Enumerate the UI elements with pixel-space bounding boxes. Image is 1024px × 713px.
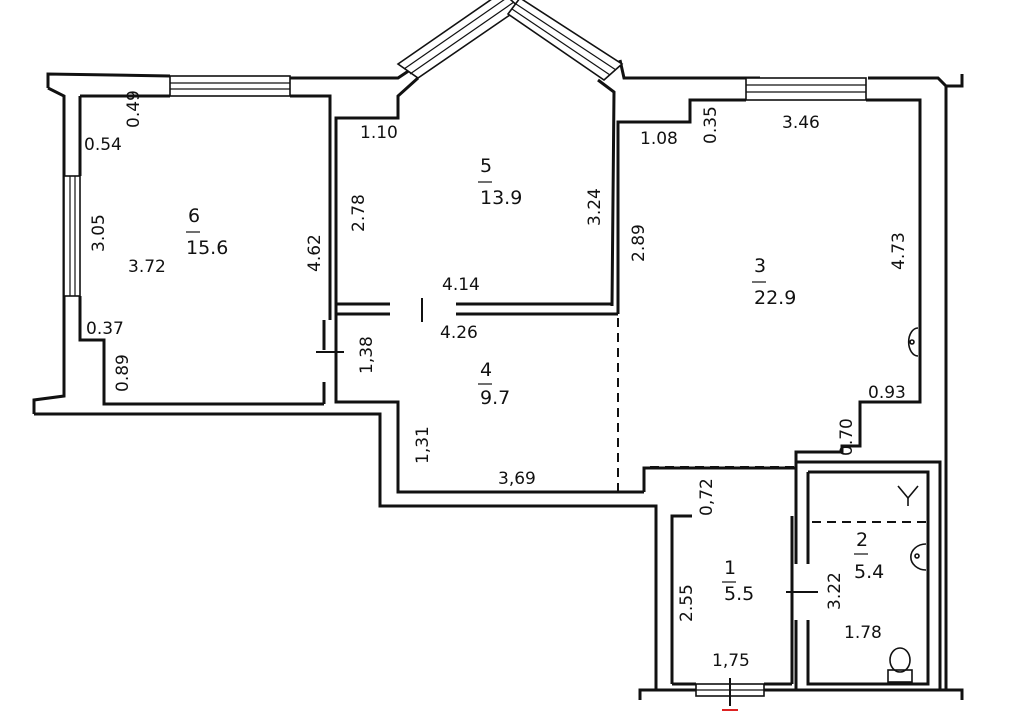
room-3-label: 3 22.9 [752, 255, 796, 309]
room-6-label: 6 15.6 [186, 205, 228, 259]
room-1-label: 1 5.5 [722, 557, 754, 605]
dashed-boundaries [617, 318, 926, 523]
room-5-number: 5 [480, 155, 492, 177]
room-1-number: 1 [724, 557, 736, 579]
window-room5-bay-right [506, 0, 624, 82]
dim-r3-bottom-small: 0.70 [837, 418, 857, 456]
dim-r2-left: 3.22 [825, 572, 845, 610]
room-6-number: 6 [188, 205, 200, 227]
dim-r4-left-lower: 1,31 [413, 426, 433, 464]
dim-r6-right: 4.62 [305, 234, 325, 272]
room-4-area: 9.7 [480, 387, 510, 409]
dim-r3-right: 4.73 [889, 232, 909, 270]
dim-r5-left: 2.78 [349, 194, 369, 232]
room-5-area: 13.9 [480, 187, 522, 209]
dim-r6-bottom-left: 0.89 [113, 354, 133, 392]
dim-r4-top: 4.26 [440, 323, 478, 343]
dim-r3-top: 3.46 [782, 113, 820, 133]
room-2-area: 5.4 [854, 561, 884, 583]
dimension-labels: 0.49 0.54 3.05 3.72 4.62 0.37 0.89 1.10 … [84, 90, 909, 671]
dim-r3-right-lower: 0.93 [868, 383, 906, 403]
door-ticks [316, 298, 818, 711]
room-5-label: 5 13.9 [478, 155, 522, 209]
window-room3-top [745, 77, 867, 101]
room-2-label: 2 5.4 [854, 529, 884, 583]
dim-r6-top: 0.49 [124, 90, 144, 128]
dim-r6-lower-offset: 0.37 [86, 319, 124, 339]
dim-r1-left: 2.55 [677, 584, 697, 622]
room-3-area: 22.9 [754, 287, 796, 309]
room-4-number: 4 [480, 359, 492, 381]
window-room6-top [169, 75, 291, 97]
dim-r1-bottom: 1,75 [712, 651, 750, 671]
room-1-area: 5.5 [724, 583, 754, 605]
dim-r4-bottom: 3,69 [498, 469, 536, 489]
room-2-number: 2 [856, 529, 868, 551]
room-3-number: 3 [754, 255, 766, 277]
dim-r4-left: 1,38 [357, 336, 377, 374]
dim-r6-corner: 0.54 [84, 135, 122, 155]
dim-r5-right: 3.24 [585, 188, 605, 226]
dim-r2-bottom: 1.78 [844, 623, 882, 643]
dim-r5-bottom: 4.14 [442, 275, 480, 295]
room-4-label: 4 9.7 [478, 359, 510, 409]
dim-r1-top: 0,72 [697, 478, 717, 516]
windows [63, 0, 867, 697]
room-labels: 6 15.6 5 13.9 4 9.7 3 22.9 1 5.5 2 5.4 [186, 155, 884, 605]
toilet-room2 [887, 647, 913, 683]
window-room5-bay-left [396, 0, 522, 79]
dim-r5-left-top: 1.10 [360, 123, 398, 143]
dim-r3-top-small: 0.35 [701, 106, 721, 144]
fixtures [887, 327, 927, 683]
sink-room2 [910, 543, 927, 571]
dim-r3-left-top: 1.08 [640, 129, 678, 149]
sink-room3 [907, 327, 919, 357]
room-6-area: 15.6 [186, 237, 228, 259]
dim-r6-window: 3.05 [89, 214, 109, 252]
shower-mark-room2 [897, 485, 919, 506]
window-room6-left [63, 175, 81, 297]
dim-r6-width: 3.72 [128, 257, 166, 277]
dim-r3-left: 2.89 [629, 224, 649, 262]
outer-walls [32, 58, 964, 700]
